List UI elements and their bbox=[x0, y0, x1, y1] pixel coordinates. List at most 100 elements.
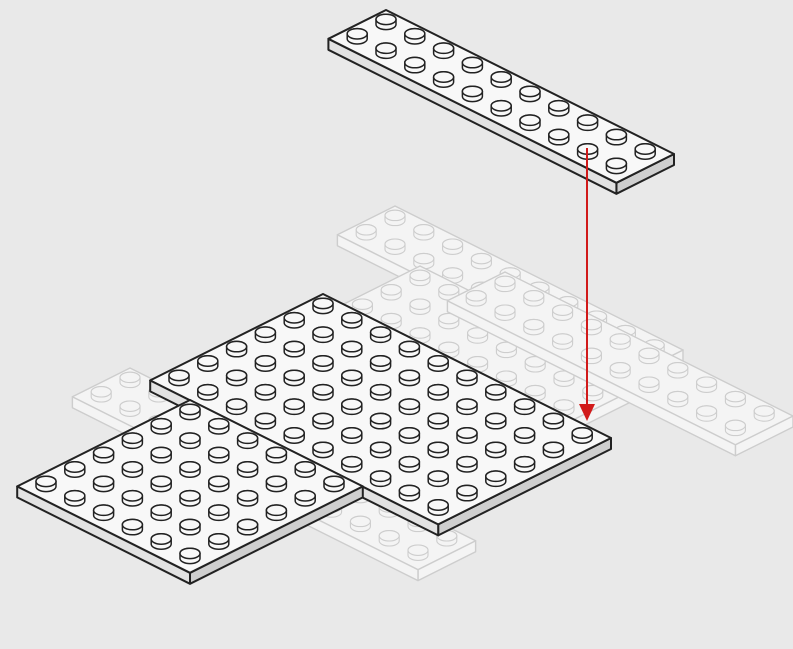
stud bbox=[284, 341, 304, 356]
stud bbox=[399, 485, 419, 500]
stud bbox=[668, 363, 688, 378]
stud bbox=[399, 457, 419, 472]
stud bbox=[313, 442, 333, 457]
stud bbox=[443, 239, 463, 254]
stud bbox=[471, 253, 491, 268]
stud bbox=[347, 29, 367, 44]
stud bbox=[428, 413, 448, 428]
stud bbox=[495, 305, 515, 320]
stud bbox=[94, 447, 114, 462]
stud bbox=[313, 356, 333, 371]
stud bbox=[553, 305, 573, 320]
stud bbox=[434, 72, 454, 87]
stud bbox=[342, 428, 362, 443]
stud bbox=[524, 319, 544, 334]
stud bbox=[198, 356, 218, 371]
stud bbox=[284, 399, 304, 414]
stud bbox=[405, 57, 425, 72]
stud bbox=[553, 334, 573, 349]
stud bbox=[120, 372, 140, 387]
stud bbox=[342, 313, 362, 328]
stud bbox=[342, 399, 362, 414]
stud bbox=[266, 447, 286, 462]
stud bbox=[94, 505, 114, 520]
stud bbox=[209, 476, 229, 491]
stud bbox=[606, 158, 626, 173]
stud bbox=[295, 491, 315, 506]
stud bbox=[486, 471, 506, 486]
stud bbox=[385, 210, 405, 225]
stud bbox=[408, 545, 428, 560]
stud bbox=[371, 471, 391, 486]
stud bbox=[434, 43, 454, 58]
stud bbox=[227, 341, 247, 356]
stud bbox=[151, 419, 171, 434]
stud bbox=[295, 462, 315, 477]
stud bbox=[209, 447, 229, 462]
stud bbox=[151, 447, 171, 462]
stud bbox=[371, 327, 391, 342]
stud bbox=[486, 413, 506, 428]
stud bbox=[462, 57, 482, 72]
stud bbox=[410, 299, 430, 314]
stud bbox=[549, 129, 569, 144]
stud bbox=[379, 531, 399, 546]
stud bbox=[209, 505, 229, 520]
stud bbox=[457, 370, 477, 385]
stud bbox=[697, 406, 717, 421]
stud bbox=[754, 406, 774, 421]
stud bbox=[399, 370, 419, 385]
stud bbox=[313, 413, 333, 428]
stud bbox=[606, 129, 626, 144]
stud bbox=[180, 404, 200, 419]
stud bbox=[491, 101, 511, 116]
stud bbox=[350, 516, 370, 531]
stud bbox=[180, 433, 200, 448]
stud bbox=[120, 401, 140, 416]
stud bbox=[371, 385, 391, 400]
stud bbox=[65, 462, 85, 477]
stud bbox=[399, 341, 419, 356]
stud bbox=[122, 491, 142, 506]
stud bbox=[410, 270, 430, 285]
stud bbox=[520, 115, 540, 130]
stud bbox=[122, 519, 142, 534]
stud bbox=[255, 413, 275, 428]
stud bbox=[376, 43, 396, 58]
stud bbox=[169, 370, 189, 385]
stud bbox=[610, 363, 630, 378]
stud bbox=[266, 505, 286, 520]
stud bbox=[255, 356, 275, 371]
stud bbox=[578, 115, 598, 130]
stud bbox=[515, 428, 535, 443]
stud bbox=[284, 370, 304, 385]
stud bbox=[209, 534, 229, 549]
stud bbox=[543, 442, 563, 457]
stud bbox=[515, 399, 535, 414]
stud bbox=[428, 442, 448, 457]
stud bbox=[180, 462, 200, 477]
stud bbox=[324, 476, 344, 491]
stud bbox=[342, 341, 362, 356]
stud bbox=[385, 239, 405, 254]
stud bbox=[457, 457, 477, 472]
stud bbox=[238, 519, 258, 534]
stud bbox=[209, 419, 229, 434]
stud bbox=[405, 29, 425, 44]
stud bbox=[549, 101, 569, 116]
stud bbox=[180, 519, 200, 534]
stud bbox=[520, 86, 540, 101]
stud bbox=[399, 399, 419, 414]
stud bbox=[635, 144, 655, 159]
stud bbox=[238, 433, 258, 448]
stud bbox=[313, 298, 333, 313]
stud bbox=[342, 370, 362, 385]
stud bbox=[428, 385, 448, 400]
stud bbox=[238, 462, 258, 477]
stud bbox=[581, 348, 601, 363]
stud bbox=[342, 457, 362, 472]
stud bbox=[180, 548, 200, 563]
stud bbox=[572, 428, 592, 443]
stud bbox=[639, 348, 659, 363]
